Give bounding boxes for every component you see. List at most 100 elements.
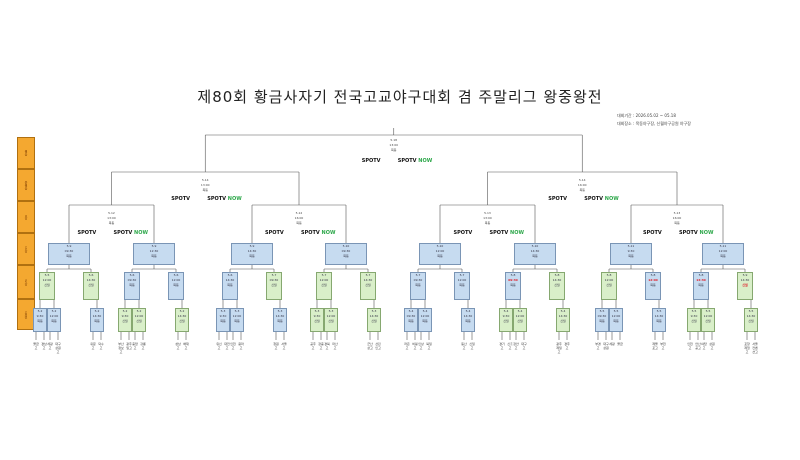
match-venue: 목동 [437, 254, 443, 258]
match-date: 5.13 [484, 211, 491, 215]
team-name: 동산고 [461, 342, 467, 351]
spotv-now-logo-a: SPOTV [397, 158, 419, 164]
match-date: 5.3 [328, 309, 334, 313]
match-date: 5.2 [122, 309, 128, 313]
team-name: 대전고 [224, 342, 230, 351]
spotv-now-logo-a: SPOTV [679, 230, 700, 236]
match-venue: 신월 [122, 319, 128, 323]
page-title: 제80회 황금사자기 전국고교야구대회 겸 주말리그 왕중왕전 [197, 88, 603, 106]
match-date: 5.7 [365, 273, 371, 277]
match-time: 13:00 [200, 183, 210, 187]
match-date: 5.18 [390, 138, 398, 142]
team-name: 충암고 [132, 342, 138, 351]
match-time: 09:30 [406, 314, 416, 318]
match-time: 12:00 [232, 314, 242, 318]
team-name: 제물포고 [652, 342, 658, 351]
match-date: 5.6 [129, 273, 135, 277]
match-venue: 목동 [108, 221, 115, 225]
match-venue: 목동 [698, 283, 704, 287]
match-time: 16:00 [577, 183, 587, 187]
match-venue: 목동 [510, 283, 516, 287]
team-name: 경기고 [499, 342, 505, 351]
round-label: 16강 [17, 233, 35, 265]
match-date: 5.8 [698, 273, 704, 277]
team-name: 포항제철고 [744, 342, 750, 355]
spotv-now-logo: SPOTV NOW [679, 230, 714, 236]
team-name: 물금 [617, 342, 623, 346]
match-date: 5.5 [599, 309, 605, 313]
match-date: 5.4 [560, 309, 566, 313]
match-venue: 목동 [532, 254, 538, 258]
round-label: 준결승 [17, 169, 35, 201]
match-venue: 신월 [554, 283, 560, 287]
team-name: 경북고 [324, 342, 330, 351]
match-venue: 목동 [234, 319, 240, 323]
spotv-now-logo: SPOTV NOW [398, 158, 433, 164]
match-date: 5.2 [136, 309, 142, 313]
match-venue: 목동 [579, 188, 586, 192]
spotv-now-logo-a: SPOTV [207, 196, 228, 202]
match-venue: 목동 [220, 319, 226, 323]
match-time: 14:30 [552, 278, 562, 282]
match-time: 09:30 [597, 314, 607, 318]
match-time: 13:00 [389, 143, 399, 147]
match-date: 5.2 [37, 309, 43, 313]
match-date: 5.4 [465, 309, 471, 313]
match-date: 5.10 [531, 244, 539, 248]
match-venue: 목동 [650, 283, 656, 287]
tournament-period: 대회기간 : 2026.05.02 ~ 05.18 [617, 113, 676, 118]
match-time: 12:00 [134, 314, 144, 318]
spotv-now-logo-b: NOW [604, 196, 619, 202]
round-label: 결승 [17, 137, 35, 169]
match-date: 5.9 [151, 244, 157, 248]
match-time: 12:00 [648, 278, 658, 282]
match-venue: 목동 [656, 319, 662, 323]
spotv-now-logo: SPOTV NOW [114, 230, 149, 236]
match-date: 5.12 [295, 211, 303, 215]
match-date: 5.8 [650, 273, 656, 277]
match-venue: 목동 [173, 283, 179, 287]
team-name: 라온고 [404, 342, 410, 351]
match-date: 5.6 [88, 273, 94, 277]
match-time: 16:00 [294, 216, 304, 220]
team-name: 인천고 [230, 342, 236, 351]
match-date: 5.5 [656, 309, 662, 313]
team-name: 대구상원고 [55, 342, 61, 355]
match-time: 12:00 [420, 314, 430, 318]
match-venue: 신월 [271, 283, 277, 287]
match-venue: 신월 [136, 319, 142, 323]
team-name: 북일고 [426, 342, 432, 351]
team-name: 세광 [609, 342, 615, 346]
match-date: 5.9 [66, 244, 72, 248]
match-venue: 목동 [720, 254, 726, 258]
match-time: 14:30 [363, 278, 373, 282]
match-venue: 신월 [606, 283, 612, 287]
match-venue: 신월 [705, 319, 711, 323]
match-venue: 목동 [628, 254, 634, 258]
team-name: 군산상고 [367, 342, 373, 351]
match-time: 9:30 [36, 314, 44, 318]
match-date: 5.5 [613, 309, 619, 313]
spotv-now-logo-b: NOW [418, 158, 433, 164]
spotv-now-logo-a: SPOTV [113, 230, 135, 236]
team-name: 물금고 [33, 342, 39, 351]
match-time: 14:30 [247, 249, 257, 253]
spotv-now-logo-b: NOW [134, 230, 148, 236]
match-venue: 목동 [465, 319, 471, 323]
team-name: 부산정보고 [118, 342, 124, 355]
